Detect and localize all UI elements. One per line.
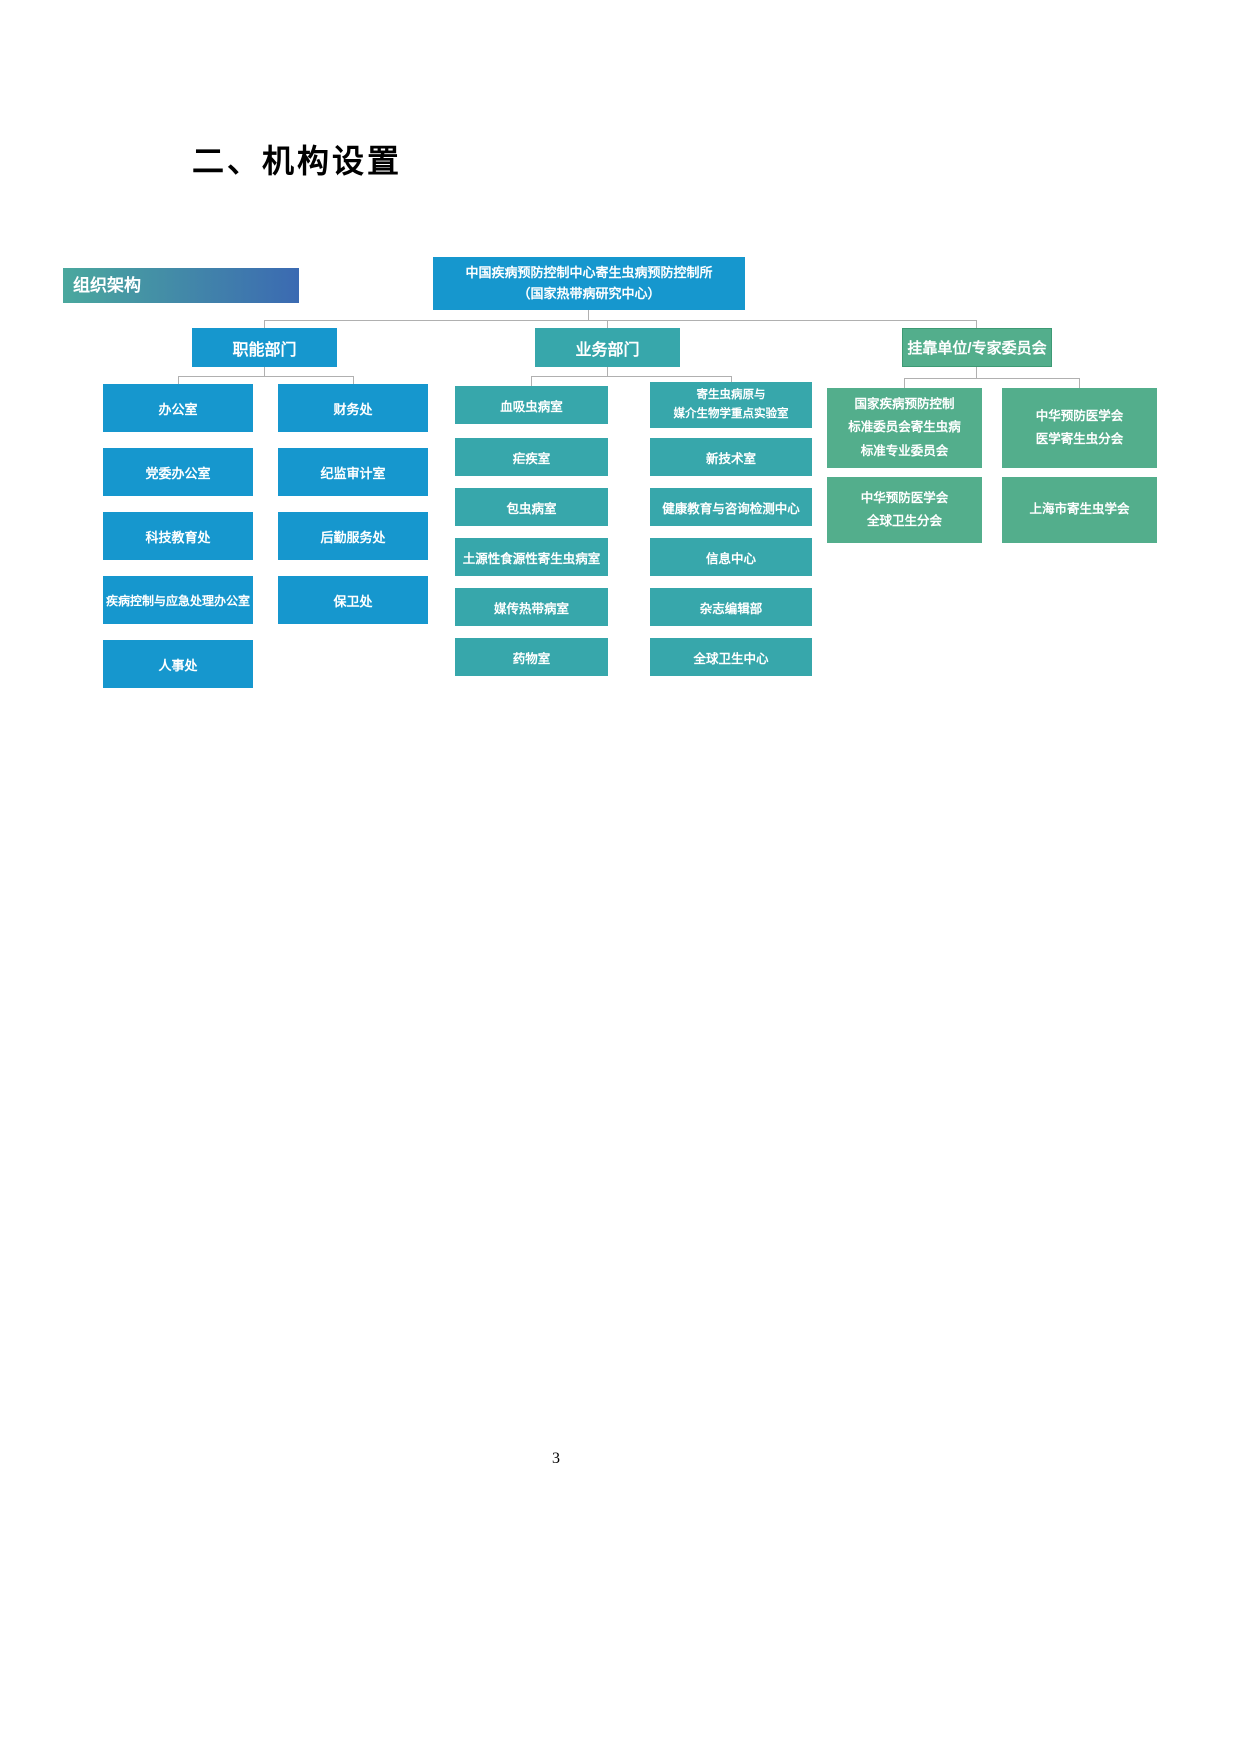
biz-box-malaria: 疟疾室 — [455, 438, 608, 476]
dept-box-security: 保卫处 — [278, 576, 428, 624]
affil2-line2: 医学寄生虫分会 — [1035, 432, 1124, 446]
biz-box-key-laboratory: 寄生虫病原与 媒介生物学重点实验室 — [650, 382, 812, 428]
dept-box-hr: 人事处 — [103, 640, 253, 688]
biz-box-schistosomiasis: 血吸虫病室 — [455, 386, 608, 424]
biz-box-echinococcosis: 包虫病室 — [455, 488, 608, 526]
biz-box-information: 信息中心 — [650, 538, 812, 576]
affil-box-medical-parasitology: 中华预防医学会 医学寄生虫分会 — [1002, 388, 1157, 468]
biz-box-new-technology: 新技术室 — [650, 438, 812, 476]
section-title: 二、机构设置 — [192, 143, 403, 179]
biz-box-health-education: 健康教育与咨询检测中心 — [650, 488, 812, 526]
connector — [607, 320, 608, 328]
dept-box-sci-tech-edu: 科技教育处 — [103, 512, 253, 560]
biz-box-soil-food-borne: 土源性食源性寄生虫病室 — [455, 538, 608, 576]
connector — [588, 310, 589, 320]
affil3-line2: 全球卫生分会 — [866, 514, 942, 528]
functional-header-box: 职能部门 — [192, 328, 337, 367]
business-header-box: 业务部门 — [535, 328, 680, 367]
connector — [264, 320, 977, 321]
connector — [904, 378, 905, 388]
connector — [607, 367, 608, 376]
biz-box-pharmacology: 药物室 — [455, 638, 608, 676]
connector — [1079, 378, 1080, 388]
biz-box-vector-tropical: 媒传热带病室 — [455, 588, 608, 626]
affil1-line2: 标准委员会寄生虫病 — [848, 420, 961, 435]
connector — [531, 376, 731, 377]
affil1-line1: 国家疾病预防控制 — [854, 397, 955, 412]
affil1-line3: 标准专业委员会 — [860, 443, 949, 458]
connector — [531, 376, 532, 386]
org-root-line2: （国家热带病研究中心） — [517, 285, 661, 301]
biz-box-journal-editing: 杂志编辑部 — [650, 588, 812, 626]
page-number: 3 — [552, 1450, 560, 1467]
connector — [264, 367, 265, 376]
affil-box-global-health-branch: 中华预防医学会 全球卫生分会 — [827, 477, 982, 543]
connector — [976, 367, 977, 378]
connector — [904, 378, 1080, 379]
biz-box-global-health: 全球卫生中心 — [650, 638, 812, 676]
org-root-line1: 中国疾病预防控制中心寄生虫病预防控制所 — [465, 264, 713, 280]
connector — [178, 376, 354, 377]
dept-box-party-office: 党委办公室 — [103, 448, 253, 496]
dept-box-disease-control: 疾病控制与应急处理办公室 — [103, 576, 253, 624]
connector — [976, 320, 977, 328]
dept-box-discipline-audit: 纪监审计室 — [278, 448, 428, 496]
lab-line1: 寄生虫病原与 — [696, 389, 766, 402]
affil-box-shanghai-society: 上海市寄生虫学会 — [1002, 477, 1157, 543]
dept-box-logistics: 后勤服务处 — [278, 512, 428, 560]
connector — [178, 376, 179, 384]
org-structure-badge: 组织架构 — [63, 268, 299, 303]
affiliated-header-box: 挂靠单位/专家委员会 — [902, 328, 1052, 367]
affil2-line1: 中华预防医学会 — [1035, 408, 1124, 423]
dept-box-office: 办公室 — [103, 384, 253, 432]
connector — [264, 320, 265, 328]
affil-box-standards-committee: 国家疾病预防控制 标准委员会寄生虫病 标准专业委员会 — [827, 388, 982, 468]
lab-line2: 媒介生物学重点实验室 — [673, 408, 789, 420]
affil3-line1: 中华预防医学会 — [860, 490, 949, 505]
connector — [353, 376, 354, 384]
org-root-box: 中国疾病预防控制中心寄生虫病预防控制所 （国家热带病研究中心） — [433, 257, 745, 310]
connector — [731, 376, 732, 382]
dept-box-finance: 财务处 — [278, 384, 428, 432]
